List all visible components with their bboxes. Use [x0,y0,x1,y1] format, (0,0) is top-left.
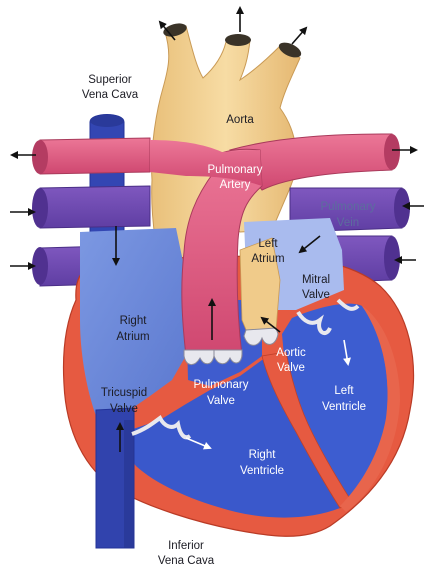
label-pulmonary-valve-line1: Pulmonary [194,379,249,391]
label-inferior-vena-cava-line1: Inferior [168,540,204,552]
pulmonary-artery-right-branch [32,138,150,174]
vena-cava-shadow [124,420,134,548]
label-mitral-valve-line2: Valve [302,289,330,301]
label-aorta: Aorta [226,114,254,126]
label-right-atrium-line1: Right [120,315,148,327]
label-left-ventricle-line2: Ventricle [322,401,366,413]
label-tricuspid-valve-line1: Tricuspid [101,387,147,399]
superior-vena-cava-opening [90,115,124,127]
label-left-ventricle-line1: Left [334,385,354,397]
label-tricuspid-valve-line2: Valve [110,403,138,415]
label-aortic-valve-line1: Aortic [276,347,306,359]
label-inferior-vena-cava-line2: Vena Cava [158,555,215,567]
label-right-ventricle-line2: Ventricle [240,465,284,477]
label-aortic-valve-line2: Valve [277,362,305,374]
label-superior-vena-cava-line2: Vena Cava [82,89,139,101]
label-right-atrium-line2: Atrium [116,331,149,343]
label-pulmonary-artery-line1: Pulmonary [208,164,263,176]
label-mitral-valve-line1: Mitral [302,274,330,286]
label-left-atrium-line2: Atrium [251,253,284,265]
aorta-branch-opening [225,34,251,46]
label-left-atrium-line1: Left [258,238,278,250]
label-pulmonary-vein-line2: Vein [337,217,359,229]
label-pulmonary-vein-line1: Pulmonary [321,201,376,213]
label-pulmonary-valve-line2: Valve [207,395,235,407]
label-pulmonary-artery-line2: Artery [220,179,251,191]
pulmonary-vein-right-upper [32,186,150,228]
label-right-ventricle-line1: Right [249,449,277,461]
label-superior-vena-cava-line1: Superior [88,74,132,86]
